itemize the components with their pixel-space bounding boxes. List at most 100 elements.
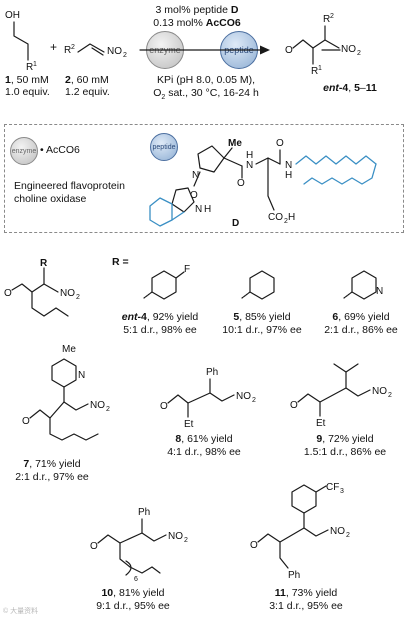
svg-text:6: 6: [134, 576, 138, 583]
svg-text:2: 2: [388, 392, 392, 399]
reagent-1-conc: , 50 mM: [10, 74, 49, 86]
product-8-selectivity: 4:1 d.r., 98% ee: [167, 446, 241, 458]
legend-description-2: choline oxidase: [14, 193, 87, 205]
svg-text:N: N: [195, 204, 202, 215]
reaction-arrow: [139, 45, 341, 55]
svg-text:CO: CO: [268, 212, 283, 223]
svg-text:R: R: [26, 62, 33, 73]
svg-text:Et: Et: [316, 418, 326, 429]
product-8-yield: 8, 61% yield: [175, 433, 233, 445]
product-9-yield: 9, 72% yield: [316, 433, 374, 445]
product-9-selectivity: 1.5:1 d.r., 86% ee: [303, 446, 387, 458]
svg-text:F: F: [184, 264, 190, 275]
phenyl-icon: [241, 270, 275, 300]
svg-text:H: H: [204, 204, 211, 215]
svg-text:Me: Me: [62, 344, 76, 355]
svg-text:2: 2: [284, 218, 288, 225]
svg-text:Ph: Ph: [206, 367, 218, 378]
svg-text:O: O: [4, 288, 12, 299]
watermark: © 大量资料: [3, 608, 39, 615]
svg-text:2: 2: [71, 44, 75, 51]
product-7-yield: 7, 71% yield: [23, 458, 81, 470]
svg-text:2: 2: [106, 406, 110, 413]
svg-text:NO: NO: [330, 526, 345, 537]
pyridyl-icon: N: [343, 270, 383, 300]
svg-text:R: R: [40, 258, 48, 269]
svg-text:O: O: [90, 541, 98, 552]
svg-text:N: N: [192, 170, 199, 181]
svg-text:H: H: [288, 212, 295, 223]
product-7-selectivity: 2:1 d.r., 97% ee: [15, 471, 89, 483]
svg-text:O: O: [22, 416, 30, 427]
product-6-yield: 6, 69% yield: [332, 311, 390, 323]
condition-enzyme: 0.13 mol% AcCO6: [153, 17, 241, 29]
svg-text:OH: OH: [5, 10, 20, 21]
condition-buffer: KPi (pH 8.0, 0.05 M),: [156, 74, 256, 86]
svg-text:2: 2: [252, 397, 256, 404]
svg-text:H: H: [246, 150, 253, 161]
svg-text:N: N: [285, 160, 292, 171]
catalyst-legend: [4, 124, 404, 233]
svg-text:O: O: [237, 178, 245, 189]
svg-text:NO: NO: [90, 400, 105, 411]
plus-sign: +: [50, 40, 58, 54]
svg-text:O: O: [285, 45, 293, 56]
reagent-2-label: 2, 60 mM: [65, 74, 109, 86]
condition-temp: O2 sat., 30 °C, 16-24 h: [153, 87, 259, 102]
svg-text:N: N: [376, 286, 383, 297]
enzyme-pill-icon-legend: enzyme: [10, 137, 38, 165]
reagent-1-equiv: 1.0 equiv.: [5, 86, 50, 98]
svg-text:R: R: [323, 14, 330, 25]
reagent-1-label: 1, 50 mM: [5, 74, 49, 86]
product-ent4-selectivity: 5:1 d.r., 98% ee: [123, 324, 197, 336]
fluorophenyl-icon: F: [143, 264, 190, 300]
svg-text:NO: NO: [236, 391, 251, 402]
legend-enzyme-text: • AcCO6: [40, 144, 80, 156]
svg-text:2: 2: [357, 50, 361, 57]
svg-text:N: N: [78, 370, 85, 381]
svg-text:1: 1: [33, 61, 37, 68]
peptide-d-label: D: [232, 218, 239, 229]
svg-text:Ph: Ph: [138, 507, 150, 518]
product-11-selectivity: 3:1 d.r., 95% ee: [269, 600, 343, 612]
svg-text:1: 1: [318, 65, 322, 72]
r-equals-label: R =: [112, 256, 129, 268]
product-5-selectivity: 10:1 d.r., 97% ee: [222, 324, 302, 336]
svg-text:2: 2: [123, 52, 127, 59]
svg-text:O: O: [276, 138, 284, 149]
product-6-selectivity: 2:1 d.r., 86% ee: [324, 324, 398, 336]
legend-description-1: Engineered flavoprotein: [14, 180, 125, 192]
svg-text:CF: CF: [326, 482, 339, 493]
svg-text:O: O: [290, 400, 298, 411]
svg-text:2: 2: [76, 294, 80, 301]
svg-text:Me: Me: [228, 138, 242, 149]
svg-text:O: O: [250, 540, 258, 551]
svg-text:R: R: [64, 45, 71, 56]
svg-text:NO: NO: [341, 44, 356, 55]
svg-text:N: N: [246, 160, 253, 171]
peptide-pill-icon-legend: peptide: [150, 133, 178, 161]
condition-peptide: 3 mol% peptide D: [155, 4, 239, 16]
product-ent4-yield: ent-4, 92% yield: [121, 311, 199, 323]
product-5-yield: 5, 85% yield: [233, 311, 291, 323]
svg-text:H: H: [285, 170, 292, 181]
svg-text:NO: NO: [60, 288, 75, 299]
svg-text:2: 2: [346, 532, 350, 539]
product-10-selectivity: 9:1 d.r., 95% ee: [96, 600, 170, 612]
svg-text:3: 3: [340, 488, 344, 495]
svg-text:2: 2: [184, 537, 188, 544]
product-11-yield: 11, 73% yield: [274, 587, 338, 599]
svg-text:2: 2: [330, 13, 334, 20]
svg-text:NO: NO: [168, 531, 183, 542]
product-10-yield: 10, 81% yield: [101, 587, 165, 599]
svg-text:O: O: [160, 401, 168, 412]
product-label: ent-4, 5–11: [323, 82, 377, 94]
